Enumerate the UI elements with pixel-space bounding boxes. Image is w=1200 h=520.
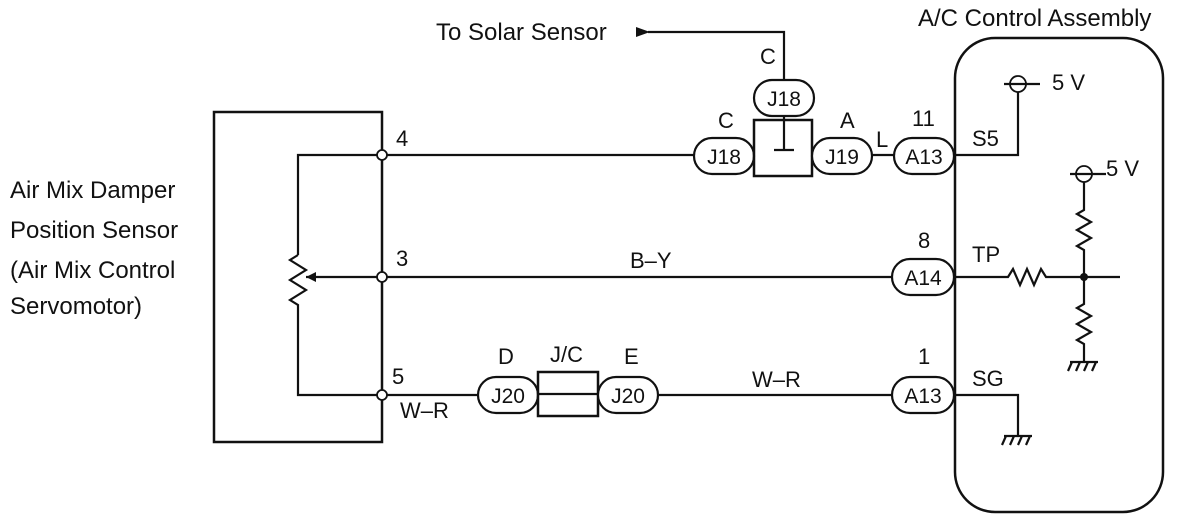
- connector-a13-top: [892, 136, 956, 176]
- ecu-housing: [953, 36, 1165, 514]
- wire-color-b-y: B–Y: [630, 248, 672, 273]
- tp-ground-icon: [1066, 360, 1098, 372]
- connector-j20-left-label: J20: [491, 385, 525, 408]
- terminal-sg: SG: [972, 366, 1004, 391]
- sensor-label-line-3: (Air Mix Control: [10, 257, 175, 284]
- sensor-pin-5: [376, 389, 388, 401]
- solar-sensor-label: To Solar Sensor: [436, 19, 607, 46]
- potentiometer-resistor: [287, 254, 382, 397]
- connector-a14-label: A14: [904, 267, 942, 290]
- sg-ground-icon: [1000, 434, 1032, 446]
- sensor-label-line-4: Servomotor): [10, 293, 142, 320]
- connector-j18-left-label: J18: [707, 146, 741, 169]
- s5-supply-line: [955, 84, 1020, 157]
- sensor-label-line-2: Position Sensor: [10, 217, 178, 244]
- j18-left-pin: C: [718, 108, 734, 133]
- connector-j19-label: J19: [825, 146, 859, 169]
- j20-left-pin: D: [498, 344, 514, 369]
- tp-series-resistor: [954, 266, 1120, 288]
- wire-color-l: L: [876, 127, 888, 152]
- terminal-tp: TP: [972, 242, 1000, 267]
- a13-top-pin: 11: [912, 106, 935, 131]
- connector-a13-bottom-label: A13: [904, 385, 941, 408]
- tp-pullup-resistor: [1074, 182, 1094, 277]
- wire-to-solar-sensor: [636, 27, 786, 80]
- pin-label-3: 3: [396, 246, 408, 271]
- tp-supply-voltage: 5 V: [1106, 156, 1139, 181]
- j20-right-pin: E: [624, 344, 639, 369]
- pin-label-5: 5: [392, 364, 404, 389]
- wire-color-w-r-left: W–R: [400, 398, 449, 423]
- sensor-pin-4: [376, 149, 388, 161]
- sensor-label-line-1: Air Mix Damper: [10, 177, 175, 204]
- pin-label-4: 4: [396, 126, 408, 151]
- wiper-arrow-icon: [306, 272, 316, 282]
- sensor-pin-3: [376, 271, 388, 283]
- tp-pulldown-resistor: [1074, 277, 1094, 362]
- connector-j18-top-label: J18: [767, 88, 801, 111]
- connector-j20-right-label: J20: [611, 385, 645, 408]
- connector-a13-top-label: A13: [905, 146, 942, 169]
- wire-color-w-r-right: W–R: [752, 367, 801, 392]
- junction-label: J/C: [550, 342, 583, 367]
- j19-pin: A: [840, 108, 855, 133]
- terminal-s5: S5: [972, 126, 999, 151]
- j18-top-pin: C: [760, 44, 776, 69]
- s5-supply-voltage: 5 V: [1052, 70, 1085, 95]
- sg-ground-line: [954, 393, 1020, 436]
- sensor-internal-wire-top: [296, 153, 382, 255]
- a13-bottom-pin: 1: [918, 344, 930, 369]
- splice-junction-inner: [774, 120, 794, 152]
- ecu-title: A/C Control Assembly: [918, 5, 1151, 32]
- a14-pin: 8: [918, 228, 930, 253]
